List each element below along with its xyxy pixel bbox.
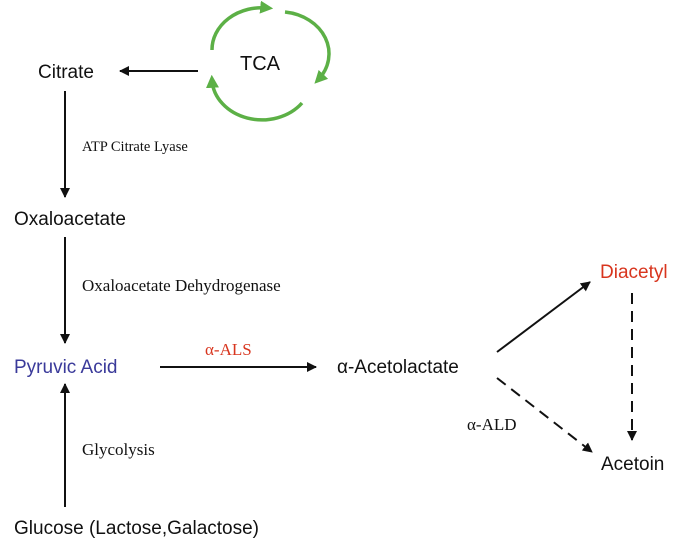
tca-arc-bottom: [205, 74, 304, 122]
node-acetoin: Acetoin: [601, 454, 664, 475]
node-diacetyl: Diacetyl: [600, 262, 668, 283]
label-oxaloacetate-dehydrogenase: Oxaloacetate Dehydrogenase: [82, 276, 281, 295]
label-ald: α-ALD: [467, 415, 517, 434]
tca-arc-right: [284, 10, 331, 84]
tca-label: TCA: [240, 53, 281, 75]
arrow-acetolactate-to-diacetyl: [496, 281, 591, 353]
label-glycolysis: Glycolysis: [82, 440, 155, 459]
node-oxaloacetate: Oxaloacetate: [14, 209, 126, 230]
tca-cycle: TCA: [205, 0, 331, 122]
node-pyruvic-acid: Pyruvic Acid: [14, 357, 117, 378]
node-glucose: Glucose (Lactose,Galactose): [14, 518, 259, 539]
label-atp-citrate-lyase: ATP Citrate Lyase: [82, 139, 188, 155]
tca-arc-top: [210, 0, 274, 51]
node-acetolactate: α-Acetolactate: [337, 357, 459, 378]
node-citrate: Citrate: [38, 62, 94, 83]
label-als: α-ALS: [205, 340, 252, 359]
arrow-acetolactate-to-acetoin: [496, 377, 593, 453]
